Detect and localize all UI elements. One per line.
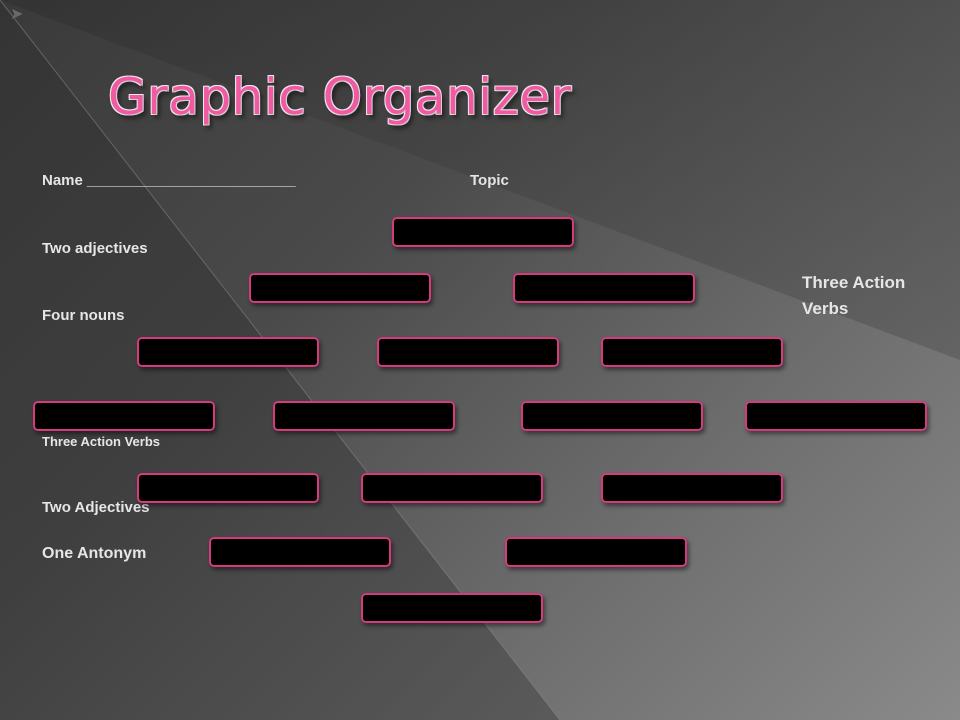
three-action-verbs-right-label: Three Action Verbs — [802, 273, 906, 318]
adjective-box-2[interactable] — [513, 273, 695, 303]
noun-box-4[interactable] — [745, 401, 927, 431]
four-nouns-label: Four nouns — [42, 307, 125, 324]
verb-box-1[interactable] — [137, 337, 319, 367]
noun-box-2[interactable] — [273, 401, 455, 431]
page-title: Graphic Organizer — [108, 68, 572, 126]
bottom-adjective-box-1[interactable] — [209, 537, 391, 567]
noun-box-1[interactable] — [33, 401, 215, 431]
action-verb-box-1[interactable] — [137, 473, 319, 503]
noun-box-3[interactable] — [521, 401, 703, 431]
three-action-verbs-left-label: Three Action Verbs — [42, 434, 160, 449]
name-label: Name _________________________ — [42, 172, 296, 189]
bottom-adjective-box-2[interactable] — [505, 537, 687, 567]
topic-label: Topic — [470, 172, 509, 189]
verb-box-2[interactable] — [377, 337, 559, 367]
action-verb-box-2[interactable] — [361, 473, 543, 503]
antonym-box[interactable] — [361, 593, 543, 623]
adjective-box-1[interactable] — [249, 273, 431, 303]
two-adjectives-bottom-label: Two Adjectives — [42, 499, 150, 516]
verb-box-3[interactable] — [601, 337, 783, 367]
one-antonym-label: One Antonym — [42, 545, 147, 562]
action-verb-box-3[interactable] — [601, 473, 783, 503]
corner-arrow-icon: ➤ — [10, 4, 24, 23]
topic-box[interactable] — [392, 217, 574, 247]
two-adjectives-label: Two adjectives — [42, 240, 148, 257]
